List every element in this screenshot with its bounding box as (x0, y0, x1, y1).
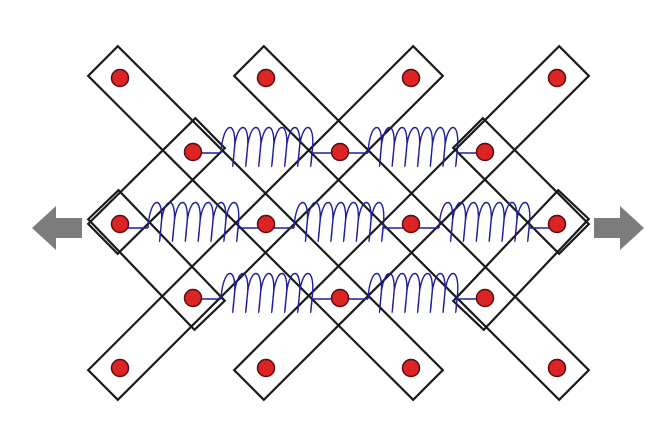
pin-joint (110, 214, 130, 234)
arrows-layer (32, 206, 644, 250)
pin-joint (183, 142, 203, 162)
pins-layer (110, 68, 567, 378)
pin-joint (183, 288, 203, 308)
pin-joint (547, 68, 567, 88)
spring (340, 272, 485, 314)
pin-joint (330, 142, 350, 162)
lattice-bar-outline (86, 44, 445, 402)
bars-layer (86, 44, 591, 402)
arrow-left-icon (32, 206, 82, 250)
arrow-left-icon (32, 206, 82, 250)
spring-coil (220, 126, 314, 168)
pin-joint (547, 358, 567, 378)
pin-joint (110, 68, 130, 88)
arrow-right-icon (594, 206, 644, 250)
lattice-bar-outline (86, 116, 227, 256)
pin-joint (256, 68, 276, 88)
lattice-bar (86, 116, 227, 256)
lattice-bar (86, 44, 445, 402)
pin-joint (110, 358, 130, 378)
pin-joint (475, 142, 495, 162)
pin-joint (256, 358, 276, 378)
spring-coil (220, 272, 314, 314)
spring (411, 201, 557, 243)
lattice-bar-outline (232, 44, 591, 402)
spring (120, 201, 266, 243)
pin-joint (547, 214, 567, 234)
lattice-bar-outline (232, 44, 591, 402)
spring (266, 201, 411, 243)
spring (193, 272, 340, 314)
lattice-bar (86, 188, 227, 332)
lattice-bar (86, 44, 445, 402)
pin-joint (401, 358, 421, 378)
lattice-bar (232, 44, 591, 402)
pin-joint (475, 288, 495, 308)
lattice-bar (451, 116, 591, 256)
spring-coil (293, 201, 385, 243)
spring-coil (438, 201, 531, 243)
pin-joint (330, 288, 350, 308)
lattice-bar-outline (86, 188, 227, 332)
spring-coil (367, 272, 459, 314)
lattice-bar (451, 188, 591, 332)
pin-joint (256, 214, 276, 234)
lattice-bar-outline (451, 188, 591, 332)
lattice-bar-outline (86, 44, 445, 402)
springs-layer (120, 126, 557, 314)
arrow-right-icon (594, 206, 644, 250)
spring-coil (147, 201, 240, 243)
pin-joint (401, 214, 421, 234)
lattice-bar (232, 44, 591, 402)
spring-coil (367, 126, 459, 168)
lattice-bar-outline (451, 116, 591, 256)
pin-joint (401, 68, 421, 88)
spring (340, 126, 485, 168)
